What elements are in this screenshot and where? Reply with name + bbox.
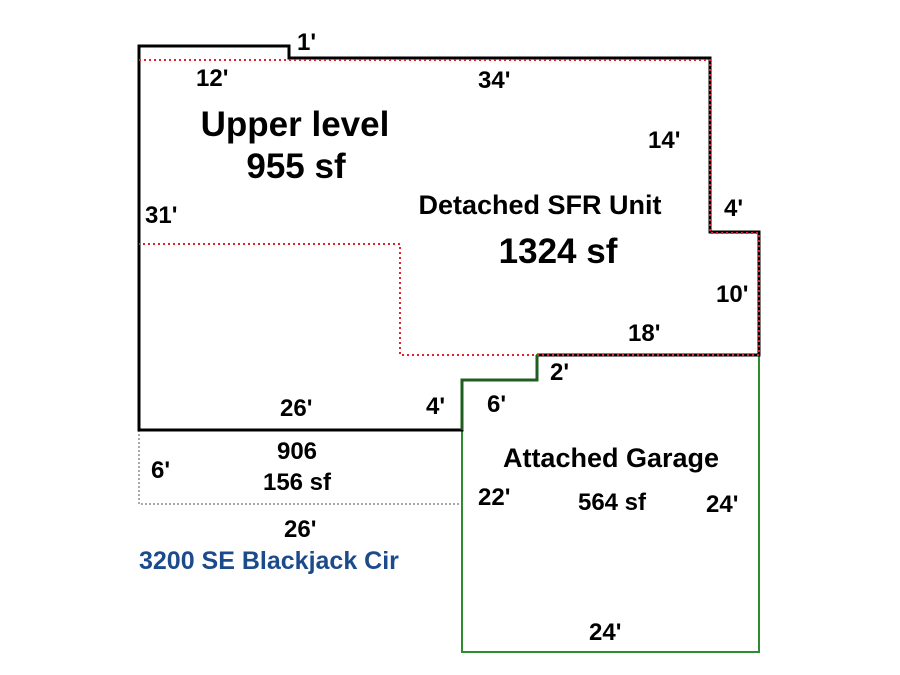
dim-garage-inner: 6' <box>487 391 506 418</box>
garage-shared-wall <box>460 355 539 430</box>
dim-top-step: 1' <box>297 29 316 56</box>
dim-upper-top: 12' <box>196 65 228 92</box>
upper-level-outline <box>139 59 760 356</box>
main-unit-label: Detached SFR Unit <box>418 190 661 220</box>
dim-top: 34' <box>478 67 510 94</box>
dim-garage-left: 22' <box>478 484 510 511</box>
dim-garage-right: 24' <box>706 491 738 518</box>
main-unit-area: 1324 sf <box>499 232 618 271</box>
dim-porch-bottom: 26' <box>284 516 316 543</box>
dim-right-step: 4' <box>724 195 743 222</box>
garage-label: Attached Garage <box>503 443 719 473</box>
upper-level-area: 955 sf <box>246 147 346 186</box>
address-label: 3200 SE Blackjack Cir <box>139 547 399 575</box>
dim-porch-side: 6' <box>151 457 170 484</box>
dim-right-lower: 10' <box>716 281 748 308</box>
dim-bottom-left: 26' <box>280 395 312 422</box>
porch-area: 156 sf <box>263 469 332 496</box>
garage-area: 564 sf <box>578 489 647 516</box>
dim-garage-step: 2' <box>550 359 569 386</box>
dim-left: 31' <box>145 202 177 229</box>
dim-garage-bottom: 24' <box>589 619 621 646</box>
porch-label: 906 <box>277 438 317 465</box>
dim-bottom-step: 4' <box>426 393 445 420</box>
dim-bottom-right: 18' <box>628 320 660 347</box>
dim-right-upper: 14' <box>648 127 680 154</box>
upper-level-label: Upper level <box>201 105 390 144</box>
porch-outline <box>138 430 462 505</box>
main-unit-outline <box>137 44 761 432</box>
